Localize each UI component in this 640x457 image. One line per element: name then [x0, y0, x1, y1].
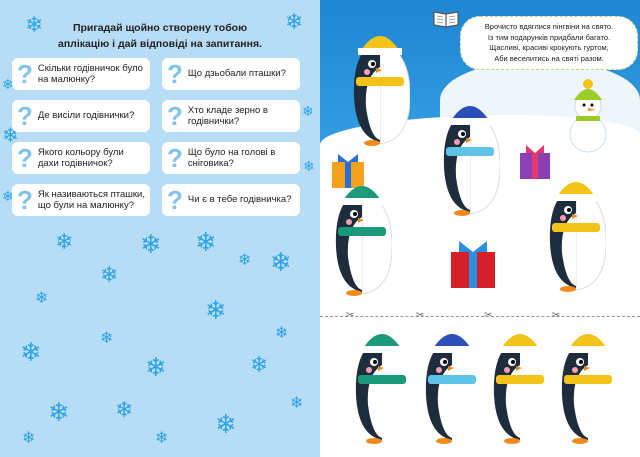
- snowflake-icon: ❄: [100, 328, 114, 347]
- snowflake-icon: ❄: [275, 323, 289, 342]
- snowflake-icon: ❄: [2, 189, 14, 205]
- question-card: ? Чи є в тебе годівничка?: [162, 184, 300, 216]
- question-mark-icon: ?: [17, 143, 33, 173]
- snowflake-icon: ❄: [270, 248, 292, 278]
- question-mark-icon: ?: [167, 59, 183, 89]
- snowflake-icon: ❄: [285, 10, 304, 35]
- page-title: Пригадай щойно створену тобою аплікацію і…: [10, 20, 310, 52]
- penguin-cutout[interactable]: [490, 320, 550, 450]
- question-text: Що дзьобали пташки?: [187, 68, 286, 80]
- snowflake-icon: ❄: [100, 263, 119, 288]
- snowman: [569, 79, 607, 153]
- question-card: ?Скільки годівничок було на малюнку?: [12, 58, 150, 90]
- scissors-icon: ✂: [346, 310, 355, 321]
- question-card: ?Якого кольору були дахи годівничок?: [12, 142, 150, 174]
- scissors-icon: ✂: [416, 310, 425, 321]
- snowflake-icon: ❄: [155, 428, 169, 447]
- snowflake-icon: ❄: [35, 288, 49, 307]
- snowflake-icon: ❄: [20, 338, 42, 368]
- question-mark-icon: ?: [17, 185, 33, 215]
- snowflake-icon: ❄: [140, 230, 162, 260]
- question-mark-icon: ?: [167, 143, 183, 173]
- penguin-illustration: [440, 92, 501, 222]
- poem-line: Із тим подарунків придбали багато.: [487, 32, 611, 42]
- snowflake-icon: ❄: [2, 77, 14, 93]
- question-card: ?Як називаються пташки, що були на малюн…: [12, 184, 150, 216]
- penguin-illustration: [332, 172, 393, 302]
- snowflake-icon: ❄: [205, 296, 227, 326]
- question-mark-icon: ?: [167, 101, 183, 131]
- question-text: Скільки годівничок було на малюнку?: [37, 62, 143, 86]
- snowflake-icon: ❄: [145, 353, 167, 383]
- penguin-cutout[interactable]: [422, 320, 482, 450]
- cut-line: [320, 316, 640, 317]
- penguin-cutout[interactable]: [352, 320, 412, 450]
- question-card: ? Де висіли годівнички?: [12, 100, 150, 132]
- snowflake-icon: ❄: [302, 104, 314, 120]
- question-text: Якого кольору були дахи годівничок?: [37, 146, 124, 170]
- penguin-illustration: [546, 168, 607, 298]
- question-text: Як називаються пташки, що були на малюнк…: [37, 188, 146, 212]
- question-text: Хто кладе зерно в годівнички?: [187, 104, 268, 128]
- question-card: ?Що було на голові в сніговика?: [162, 142, 300, 174]
- snowflake-icon: ❄: [115, 398, 134, 423]
- question-card: ? Що дзьобали пташки?: [162, 58, 300, 90]
- right-page: Врочисто вдяглися пінгвіни на свято. Із …: [320, 0, 640, 457]
- snowflake-icon: ❄: [303, 159, 315, 175]
- snowflake-icon: ❄: [238, 250, 252, 269]
- question-text: Що було на голові в сніговика?: [187, 146, 276, 170]
- gift-orange: [332, 154, 364, 188]
- title-line: Пригадай щойно створену тобою: [72, 22, 248, 34]
- penguin-cutout[interactable]: [558, 320, 618, 450]
- title-line: аплікацію і дай відповіді на запитання.: [57, 38, 263, 50]
- question-mark-icon: ?: [17, 59, 33, 89]
- snowflake-icon: ❄: [55, 230, 74, 255]
- question-mark-icon: ?: [167, 185, 183, 215]
- snowflake-icon: ❄: [195, 228, 217, 258]
- question-text: Чи є в тебе годівничка?: [187, 194, 292, 206]
- scissors-icon: ✂: [552, 310, 561, 321]
- poem-line: Аби веселитись на святі разом.: [494, 53, 604, 63]
- gift-purple: [520, 145, 550, 179]
- snowflake-icon: ❄: [250, 353, 269, 378]
- question-text: Де висіли годівнички?: [37, 110, 135, 122]
- poem-box: Врочисто вдяглися пінгвіни на свято. Із …: [460, 16, 638, 70]
- question-mark-icon: ?: [17, 101, 33, 131]
- left-page: Пригадай щойно створену тобою аплікацію і…: [0, 0, 320, 457]
- book-icon: [433, 11, 459, 28]
- snowflake-icon: ❄: [215, 410, 237, 440]
- penguin-illustration: [350, 22, 411, 152]
- snowflake-icon: ❄: [22, 428, 36, 447]
- snowflake-icon: ❄: [48, 398, 70, 428]
- scissors-icon: ✂: [484, 310, 493, 321]
- question-card: ?Хто кладе зерно в годівнички?: [162, 100, 300, 132]
- snowflake-icon: ❄: [290, 393, 304, 412]
- gift-red: [451, 241, 495, 288]
- poem-line: Щасливі, красиві крокують гуртом,: [489, 43, 609, 52]
- snowflake-icon: ❄: [25, 13, 44, 38]
- poem-line: Врочисто вдяглися пінгвіни на свято.: [484, 22, 614, 31]
